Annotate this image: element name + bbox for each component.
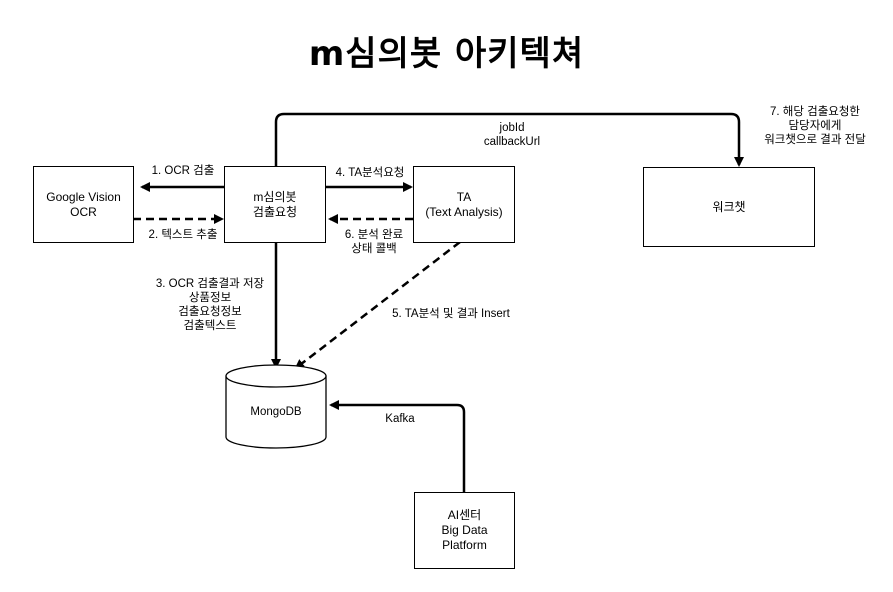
edge-label-ocr: 1. OCR 검출: [151, 165, 215, 177]
edge-label-job: jobId callbackUrl: [483, 122, 541, 148]
edge-kafka: [329, 400, 466, 492]
edge-label-ta-insert: 5. TA분석 및 결과 Insert: [392, 308, 510, 320]
ai-center-label: AI센터 Big Data Platform: [441, 508, 488, 552]
edge-workchat-notify: [274, 112, 744, 167]
mongodb-label: MongoDB: [250, 406, 302, 418]
ta-label: TA (Text Analysis): [425, 189, 503, 219]
edge-ta-insert: [294, 241, 461, 370]
google-vision-label: Google Vision OCR: [46, 189, 121, 219]
msimbot-label: m심의봇 검출요청: [252, 189, 298, 219]
edge-label-workchat: 7. 해당 검출요청한 담당자에게 워크챗으로 결과 전달: [764, 106, 866, 146]
google-vision-box: Google Vision OCR: [33, 166, 134, 243]
workchat-label: 워크챗: [712, 199, 746, 214]
ai-center-box: AI센터 Big Data Platform: [414, 492, 515, 569]
edge-label-save-ocr: 3. OCR 검출결과 저장 상품정보 검출요청정보 검출텍스트: [155, 278, 265, 332]
edge-label-callback: 6. 분석 완료 상태 콜백: [344, 229, 404, 255]
workchat-box: 워크챗: [643, 167, 815, 247]
edge-label-text-extract: 2. 텍스트 추출: [148, 229, 218, 241]
mongodb-cylinder: [225, 364, 327, 449]
edge-label-ta-request: 4. TA분석요청: [335, 167, 405, 179]
edge-label-kafka: Kafka: [385, 413, 415, 425]
ta-box: TA (Text Analysis): [413, 166, 515, 243]
diagram-title: m심의봇 아키텍쳐: [308, 34, 585, 74]
msimbot-box: m심의봇 검출요청: [224, 166, 326, 243]
